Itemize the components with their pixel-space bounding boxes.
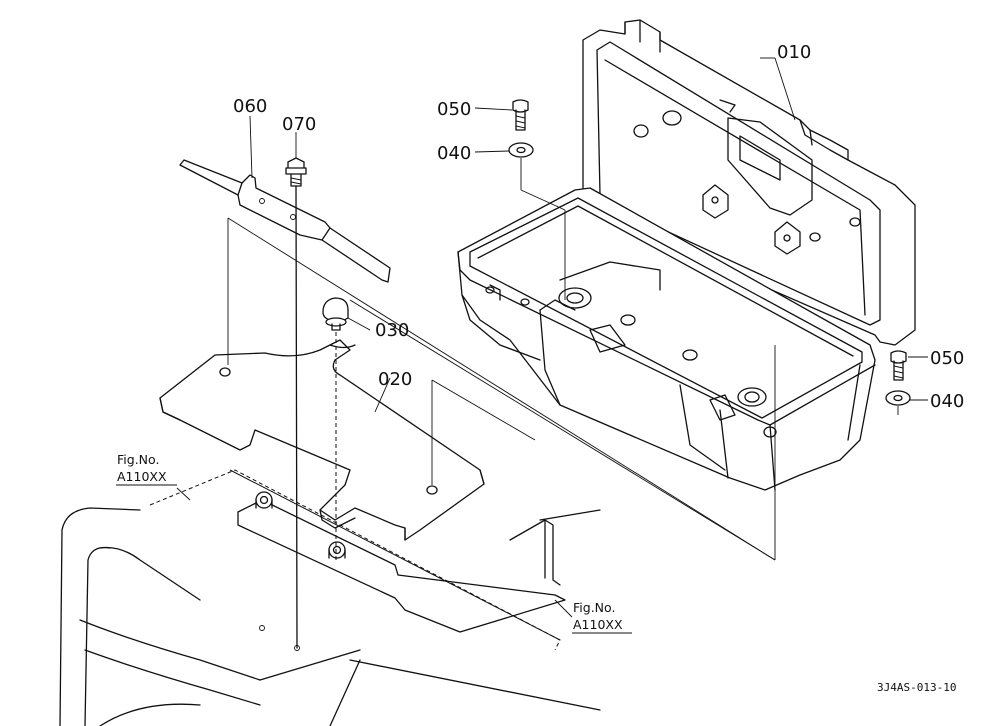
fig-ref-lower-right-line2: A110XX <box>573 617 623 632</box>
fig-ref-upper-left-line2: A110XX <box>117 469 167 484</box>
label-040-left: 040 <box>437 143 471 164</box>
label-050-left: 050 <box>437 99 471 120</box>
part-070-bolt <box>285 157 307 649</box>
part-040-washer-left <box>508 142 534 158</box>
part-020-bracket <box>159 339 485 541</box>
leader-lines <box>176 57 928 618</box>
tractor-floor <box>59 469 601 726</box>
label-030: 030 <box>375 320 409 341</box>
part-050-bolt-left <box>512 99 529 131</box>
part-040-washer-right <box>885 390 911 406</box>
label-040-right: 040 <box>930 391 964 412</box>
fig-ref-lower-right-line1: Fig.No. <box>573 600 615 615</box>
figure-references: Fig.No. A110XX Fig.No. A110XX <box>116 452 632 634</box>
label-050-right: 050 <box>930 348 964 369</box>
alignment-lines <box>227 158 899 561</box>
fig-ref-upper-left-line1: Fig.No. <box>117 452 159 467</box>
drawing-code: 3J4AS-013-10 <box>877 681 956 694</box>
part-labels: 010 020 030 040 040 050 050 060 070 <box>233 42 964 412</box>
part-010-toolbox <box>457 19 916 491</box>
label-020: 020 <box>378 369 412 390</box>
label-010: 010 <box>777 42 811 63</box>
label-070: 070 <box>282 114 316 135</box>
part-030-knob <box>322 297 349 560</box>
part-050-bolt-right <box>890 350 907 381</box>
label-060: 060 <box>233 96 267 117</box>
part-060-strap <box>179 159 391 283</box>
